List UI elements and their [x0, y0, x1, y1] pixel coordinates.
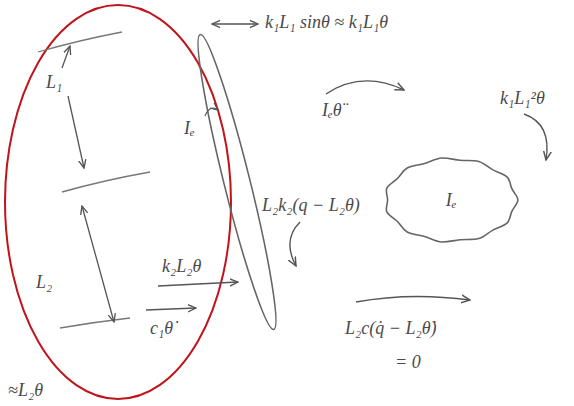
reference-stroke [38, 32, 122, 52]
highlight-ellipse [5, 5, 231, 399]
reference-stroke [62, 172, 150, 192]
moment-term: k₁L₁²θ [500, 88, 545, 108]
dimension-label: L₁ [46, 72, 62, 92]
node-label: Iₑ [446, 190, 457, 210]
pointer-arrow [205, 108, 218, 116]
dimension-arrow [68, 96, 84, 168]
inertia-label: Iₑ [184, 118, 195, 138]
force-arrow [146, 308, 196, 310]
force-arrow [158, 282, 238, 286]
force-arrow [212, 23, 258, 24]
inertia-term: Iₑθ̈ [322, 100, 342, 120]
moment-arrow [356, 296, 470, 302]
moment-term: L₂c(q̇ − L₂θ̇) [345, 318, 437, 338]
force-label: k₁L₁ sinθ ≈ k₁L₁θ [265, 12, 388, 32]
force-label: k₂L₂θ [162, 256, 201, 276]
dimension-arrow [82, 206, 114, 322]
equation-label: = 0 [395, 352, 421, 372]
dimension-arrow [62, 46, 70, 68]
dimension-label: ≈L₂θ [8, 380, 43, 400]
force-label: c₁θ̇ [150, 318, 173, 338]
beam-ellipse [188, 31, 287, 332]
cloud-node: Iₑ [376, 151, 526, 249]
cloud-shape [386, 158, 518, 242]
moment-term: L₂k₂(q − L₂θ) [262, 195, 360, 215]
dimension-label: L₂ [36, 272, 52, 292]
reference-stroke [60, 318, 130, 328]
moment-arrow [524, 114, 547, 160]
moment-arrow [326, 81, 404, 94]
moment-arrow [290, 222, 300, 266]
